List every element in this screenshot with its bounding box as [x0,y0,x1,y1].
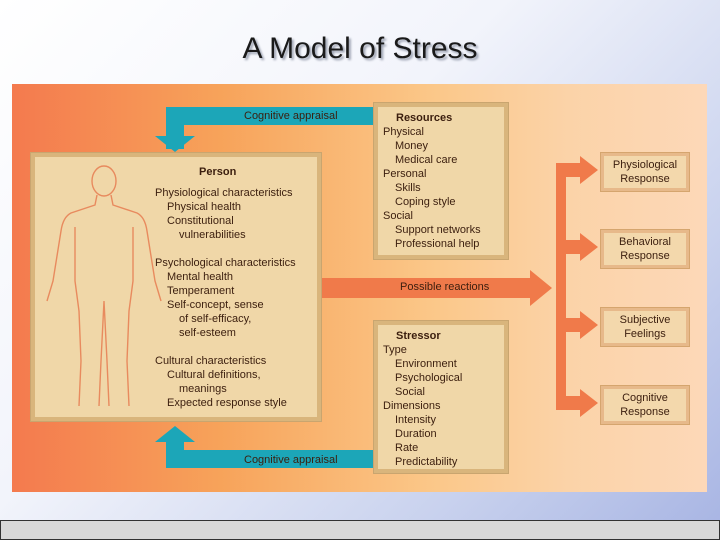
resources-line: Physical [383,126,424,138]
cognitive-appraisal-bottom-arrow [155,426,374,468]
person-line: Cultural characteristics [155,355,267,367]
person-line: Expected response style [167,397,287,409]
stressor-line: Predictability [395,456,458,468]
person-line: Physiological characteristics [155,187,293,199]
person-heading: Person [199,166,237,178]
person-line: vulnerabilities [179,229,246,241]
resources-heading: Resources [396,112,453,124]
response-line1: Cognitive [622,392,668,404]
person-line: Self-concept, sense [167,299,264,311]
resources-line: Personal [383,168,427,180]
resources-line: Support networks [395,224,481,236]
response-line2: Feelings [624,328,666,340]
arrow-label-top: Cognitive appraisal [244,110,338,122]
response-box-physiological: Physiological Response [600,152,690,192]
response-box-cognitive: Cognitive Response [600,385,690,425]
response-line2: Response [620,406,670,418]
cognitive-appraisal-top-arrow [155,107,374,152]
human-figure-icon [46,165,162,407]
stressor-line: Dimensions [383,400,441,412]
stressor-heading: Stressor [396,330,441,342]
person-line: Mental health [167,271,234,283]
bottom-status-bar [0,520,720,540]
person-line [155,340,296,354]
resources-line: Money [395,140,429,152]
arrow-label-bottom: Cognitive appraisal [244,454,338,466]
response-line2: Response [620,173,670,185]
stressor-line: Rate [395,442,419,454]
resources-line: Social [383,210,413,222]
person-line: Cultural definitions, [167,369,261,381]
person-line: Physical health [167,201,241,213]
person-line: self-esteem [179,327,236,339]
arrow-label-middle: Possible reactions [400,281,490,293]
stressor-line: Environment [395,358,457,370]
response-line2: Response [620,250,670,262]
resources-line: Coping style [395,196,456,208]
person-line: Constitutional [167,215,234,227]
response-line1: Subjective [619,314,671,326]
possible-reactions-arrow [322,270,552,306]
person-line [155,242,296,256]
person-line: Psychological characteristics [155,257,296,269]
resources-line: Professional help [395,238,480,250]
resources-line: Skills [395,182,421,194]
response-line1: Physiological [612,159,678,171]
response-branch-arrows [556,156,598,417]
stressor-line: Psychological [395,372,463,384]
response-line1: Behavioral [619,236,671,248]
page-title: A Model of Stress [242,32,478,65]
response-box-subjective: Subjective Feelings [600,307,690,347]
person-line: meanings [179,383,227,395]
resources-line: Medical care [395,154,458,166]
person-line: Temperament [167,285,235,297]
person-line: of self-efficacy, [179,313,252,325]
stressor-line: Intensity [395,414,436,426]
stressor-line: Type [383,344,407,356]
stressor-line: Social [395,386,425,398]
response-box-behavioral: Behavioral Response [600,229,690,269]
stressor-line: Duration [395,428,437,440]
